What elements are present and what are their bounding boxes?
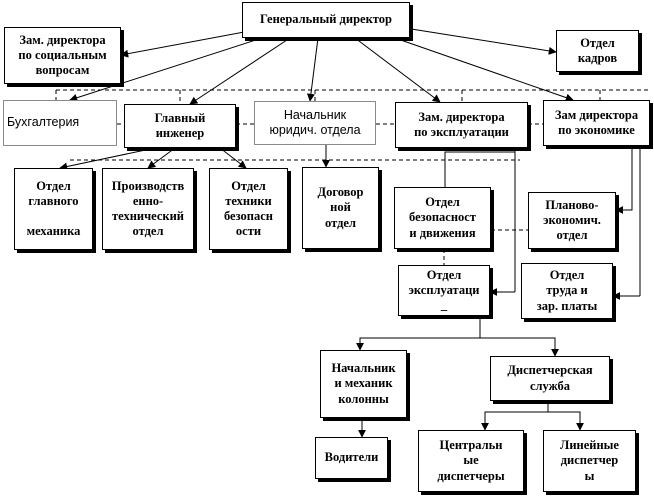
arrow-dispatch-to-central	[481, 411, 548, 431]
arrow-gd-to-legal	[306, 37, 319, 102]
node-chief-mechanic-dept: Отдел главного механика	[14, 168, 93, 250]
arrow-econ-to-planning	[615, 146, 633, 214]
arrow-gd-to-deputy-social	[120, 29, 256, 58]
node-central-dispatchers: Центральн ые диспетчеры	[418, 430, 524, 492]
node-production-tech-dept: Производств енно- технический отдел	[102, 168, 194, 250]
arrow-dispatch-to-line	[548, 411, 584, 431]
arrow-gd-to-deputy-economics	[394, 37, 574, 102]
arrow-gd-to-deputy-operations	[354, 37, 441, 103]
arrow-to-dispatch	[480, 337, 559, 357]
node-deputy-social: Зам. директора по социальным вопросам	[4, 27, 121, 84]
node-drivers: Водители	[315, 437, 388, 479]
node-general-director: Генеральный директор	[242, 2, 410, 38]
node-column-head: Начальник и механик колонны	[320, 350, 407, 418]
node-planning-dept: Планово- экономич. отдел	[528, 192, 616, 249]
node-traffic-safety-dept: Отдел безопасност и движения	[394, 187, 491, 249]
node-safety-dept: Отдел техники безопасн ости	[209, 168, 288, 250]
arrow-gd-to-hr	[404, 27, 557, 55]
node-operations-dept: Отдел эксплуатаци _	[398, 265, 490, 316]
arrow-to-column-head	[356, 337, 480, 351]
node-contract-dept: Договор ной отдел	[302, 167, 379, 249]
arrow-ce-to-production	[147, 147, 176, 169]
arrow-ce-to-safety	[219, 147, 247, 169]
node-accounting: Бухгалтерия	[3, 100, 117, 146]
node-dispatch-service: Диспетчерская служба	[490, 356, 610, 401]
node-hr-dept: Отдел кадров	[556, 30, 639, 72]
node-legal-head: Начальник юридич. отдела	[254, 101, 376, 145]
line-ops-to-traffic	[444, 151, 515, 187]
arrow-ce-to-mechanic	[59, 147, 156, 171]
node-deputy-economics: Зам директора по экономике	[543, 100, 650, 146]
node-labor-wages-dept: Отдел труда и зар. платы	[521, 263, 613, 319]
node-deputy-operations: Зам. директора по эксплуатации	[395, 102, 528, 148]
node-line-dispatchers: Линейные диспетчер ы	[543, 430, 636, 492]
node-chief-engineer: Главный инженер	[124, 104, 236, 148]
arrow-gd-to-chief-engineer	[189, 37, 291, 105]
